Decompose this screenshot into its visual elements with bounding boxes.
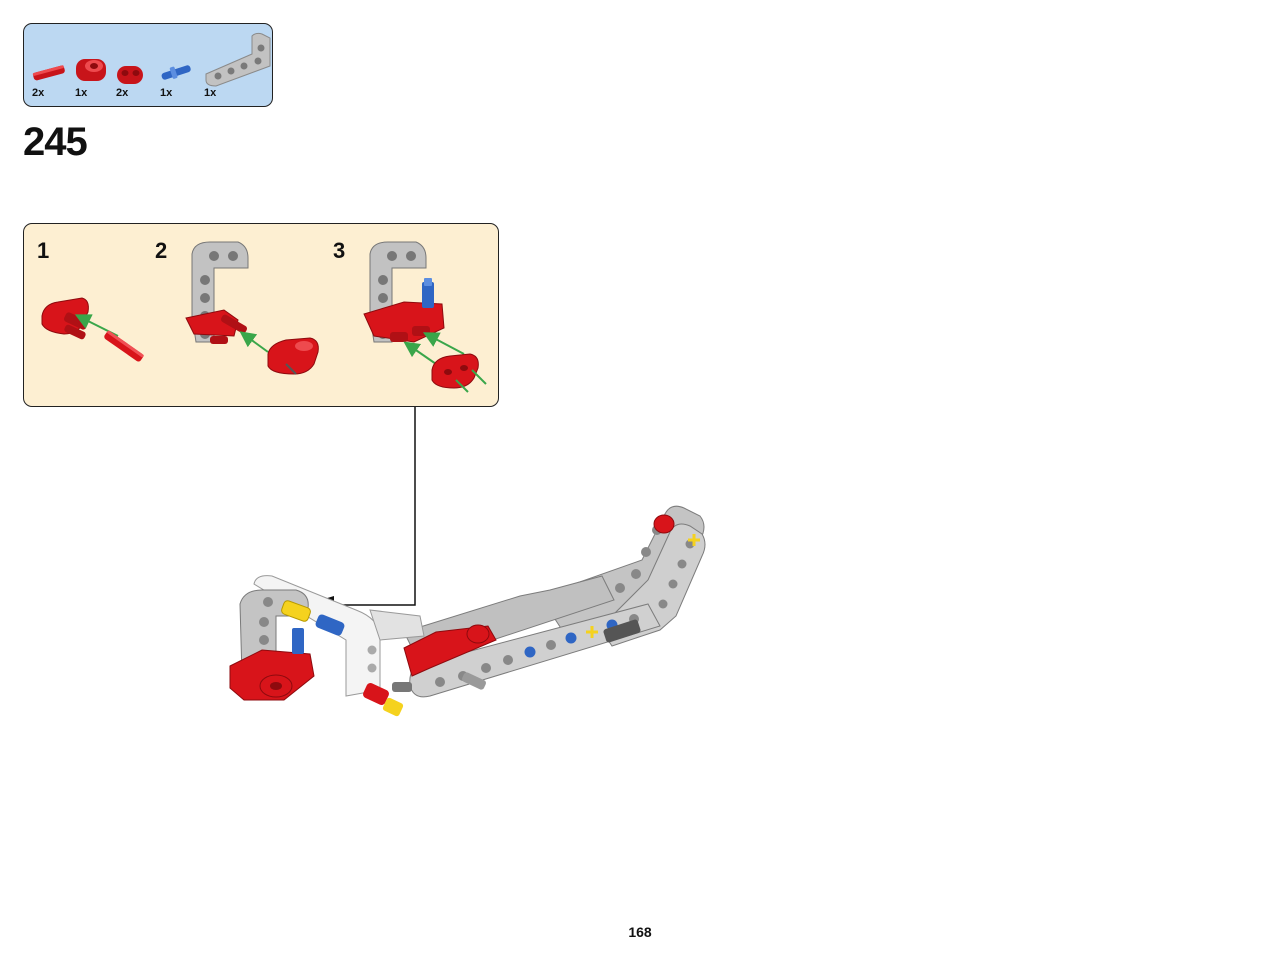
- sub-assembly-illustration: [41, 241, 487, 393]
- step-number: 245: [23, 120, 88, 164]
- part-count-label: 1x: [75, 87, 88, 99]
- red-connector-icon: [76, 59, 106, 81]
- sub-step-number: 1: [37, 238, 50, 263]
- dark-axle-icon: [603, 619, 641, 643]
- blue-pin-vertical-icon: [292, 628, 304, 654]
- part-count-label: 1x: [160, 87, 173, 99]
- blue-pin-icon: [161, 65, 191, 80]
- red-bushing-icon: [653, 514, 675, 534]
- sub-step-2-illustration: [185, 241, 319, 375]
- white-beam: [253, 575, 425, 697]
- red-yellow-axle-icon: [363, 682, 404, 717]
- gray-axle-icon: [392, 682, 412, 692]
- red-thin-liftarm-icon: [117, 66, 143, 84]
- part-count-label: 2x: [32, 87, 45, 99]
- red-axle-pin-icon: [32, 65, 65, 81]
- blue-pin-horizontal-icon: [315, 614, 345, 636]
- yellow-pin-icon: [281, 600, 311, 622]
- sub-step-3-illustration: [363, 241, 487, 393]
- red-frame-piece: [403, 624, 497, 677]
- sub-step-number: 3: [333, 238, 346, 263]
- sub-step-number: 2: [155, 238, 168, 263]
- gray-l-liftarm-icon: [205, 32, 271, 87]
- parts-list-box: 2x 1x 2x 1x 1x: [23, 23, 273, 107]
- part-count-label: 2x: [116, 87, 129, 99]
- parts-list-illustration: [32, 32, 271, 87]
- gray-pin-icon: [461, 672, 487, 690]
- sub-assembly-box: 1 2 3: [23, 223, 499, 407]
- sub-step-1-illustration: [41, 297, 144, 362]
- page-number: 168: [628, 924, 652, 940]
- part-count-label: 1x: [204, 87, 217, 99]
